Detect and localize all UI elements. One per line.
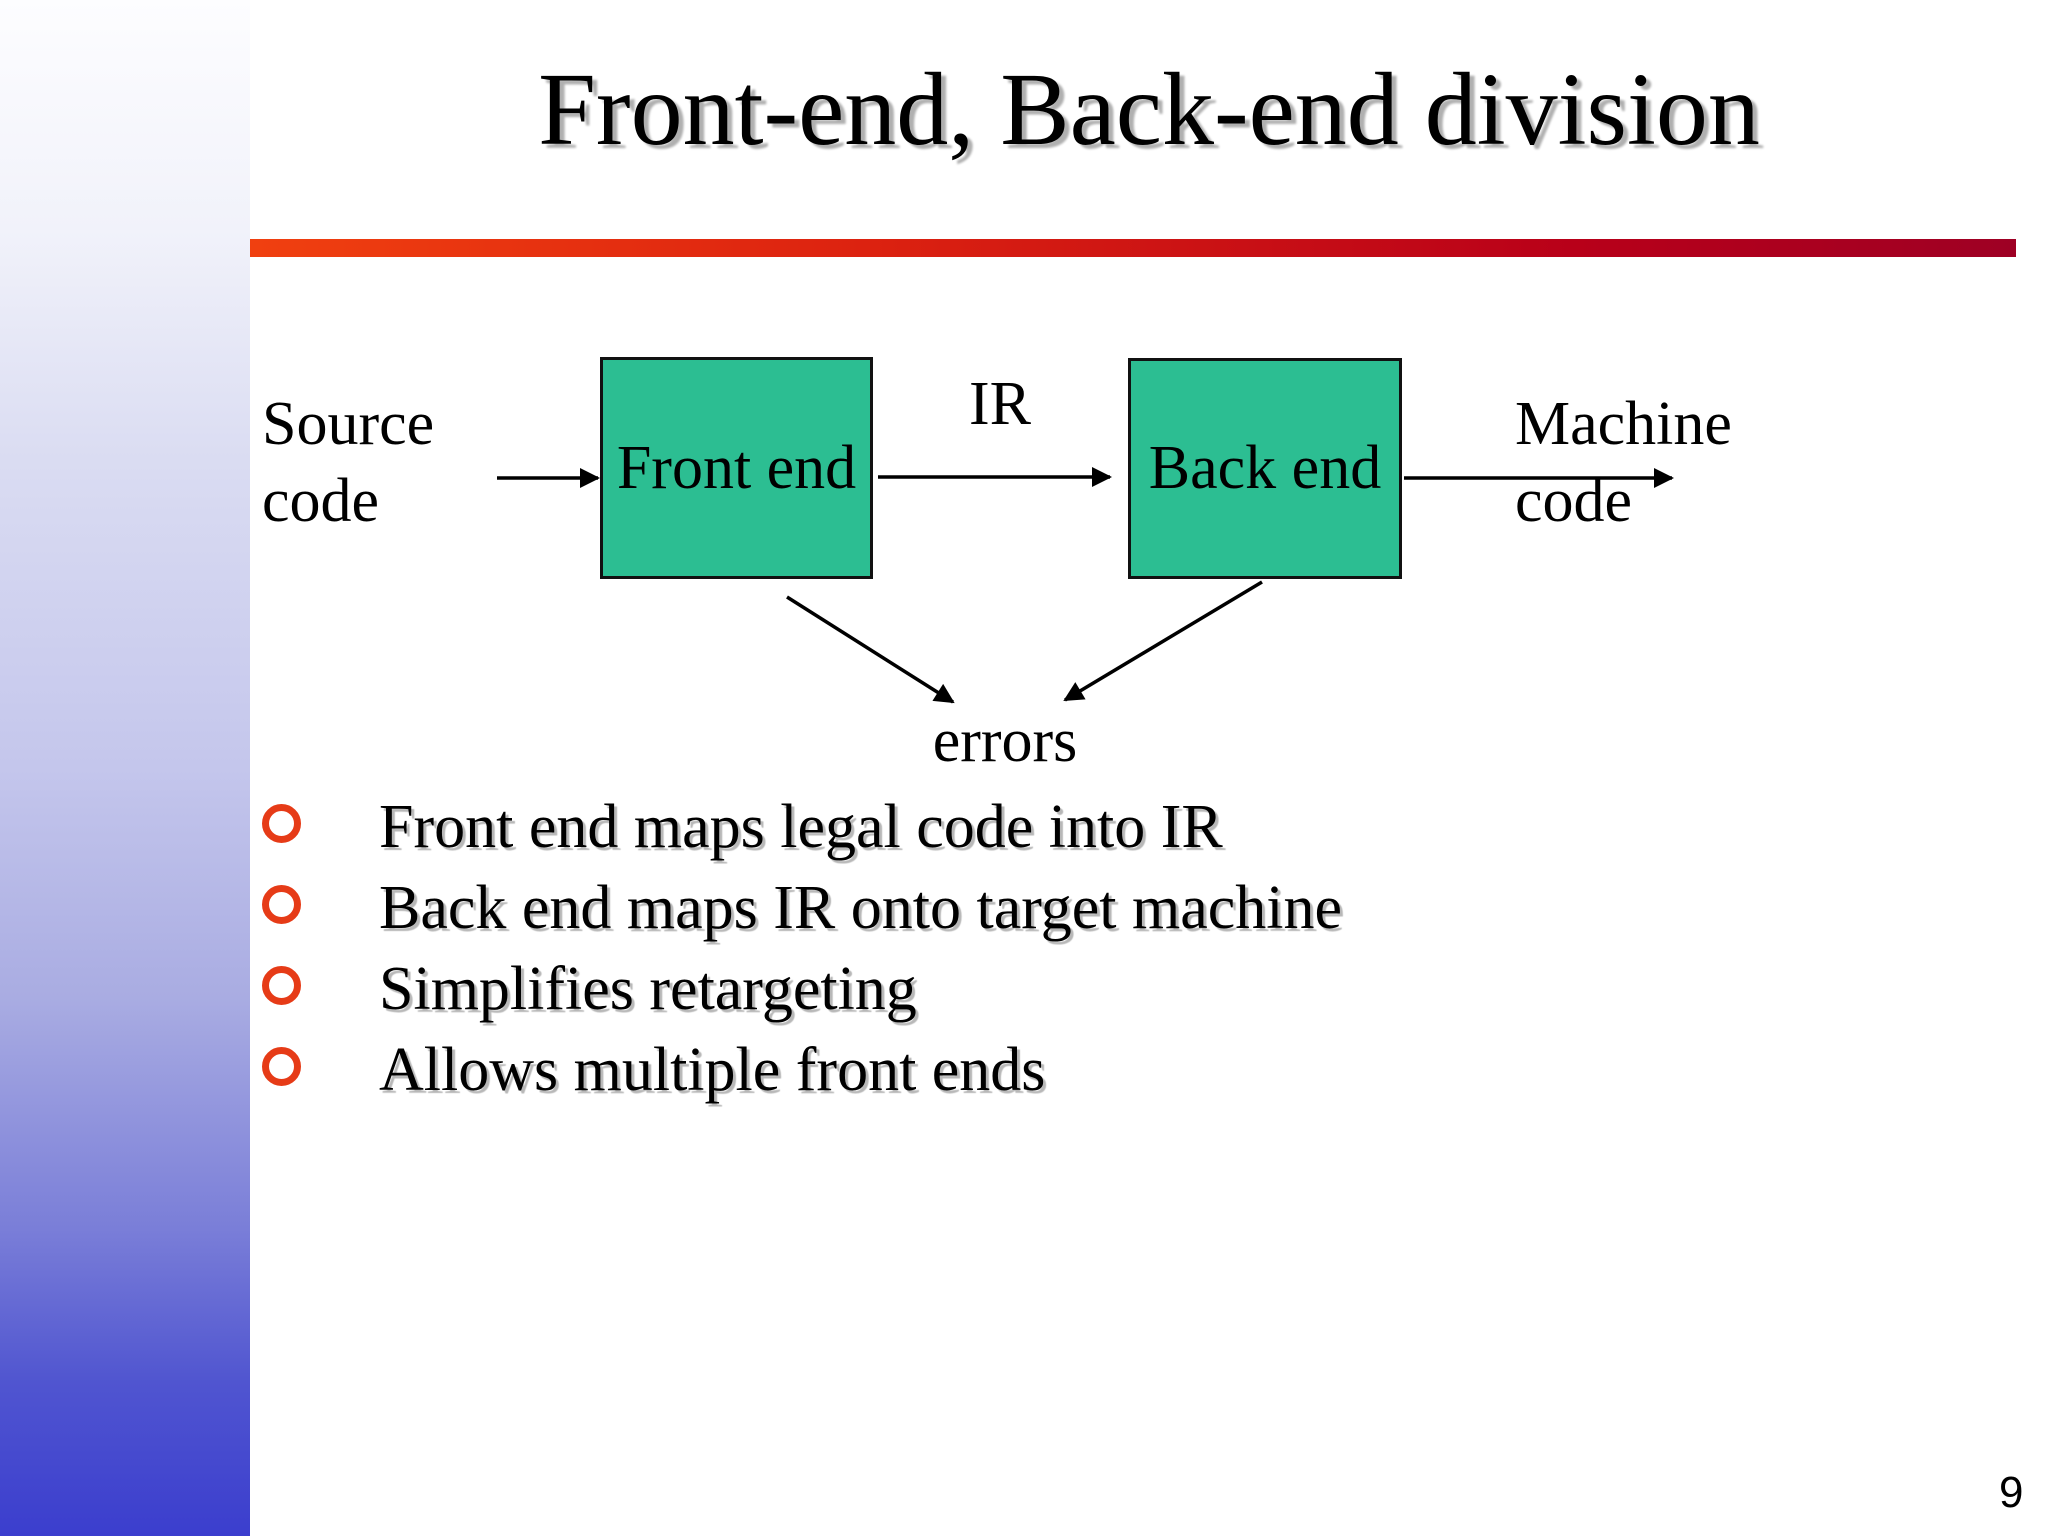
bullet-list: Front end maps legal code into IR Back e… bbox=[262, 787, 1342, 1111]
front-end-box-label: Front end bbox=[616, 433, 857, 502]
machine-code-label-line1: Machine bbox=[1515, 390, 1732, 458]
bullet-ring-icon bbox=[262, 1047, 301, 1086]
bullet-text: Front end maps legal code into IR bbox=[379, 793, 1223, 861]
source-code-label-line2: code bbox=[262, 467, 380, 535]
errors-label: errors bbox=[932, 707, 1078, 775]
bullet-ring-icon bbox=[262, 885, 301, 924]
bullet-item: Simplifies retargeting bbox=[262, 949, 1342, 1030]
machine-code-label: Machine code bbox=[1515, 386, 1732, 540]
slide-title: Front-end, Back-end division bbox=[538, 52, 1760, 167]
bullet-ring-icon bbox=[262, 804, 301, 843]
machine-code-label-line2: code bbox=[1515, 467, 1633, 535]
ir-label: IR bbox=[969, 370, 1031, 438]
page-number: 9 bbox=[1999, 1468, 2024, 1517]
bullet-item: Front end maps legal code into IR bbox=[262, 787, 1342, 868]
front-end-box: Front end bbox=[600, 357, 873, 579]
back-end-box: Back end bbox=[1128, 358, 1402, 579]
bullet-item: Back end maps IR onto target machine bbox=[262, 868, 1342, 949]
bullet-item: Allows multiple front ends bbox=[262, 1030, 1342, 1111]
arrow-backend-to-errors bbox=[1063, 580, 1263, 702]
bullet-text: Allows multiple front ends bbox=[379, 1036, 1046, 1104]
bullet-text: Simplifies retargeting bbox=[379, 955, 917, 1023]
arrow-frontend-to-errors bbox=[786, 595, 955, 704]
bullet-text: Back end maps IR onto target machine bbox=[379, 874, 1343, 942]
bullet-ring-icon bbox=[262, 966, 301, 1005]
source-code-label-line1: Source bbox=[262, 390, 435, 458]
back-end-box-label: Back end bbox=[1148, 434, 1382, 502]
title-divider-line bbox=[250, 239, 2016, 257]
source-code-label: Source code bbox=[262, 386, 434, 540]
sidebar-gradient-panel bbox=[0, 0, 250, 1536]
